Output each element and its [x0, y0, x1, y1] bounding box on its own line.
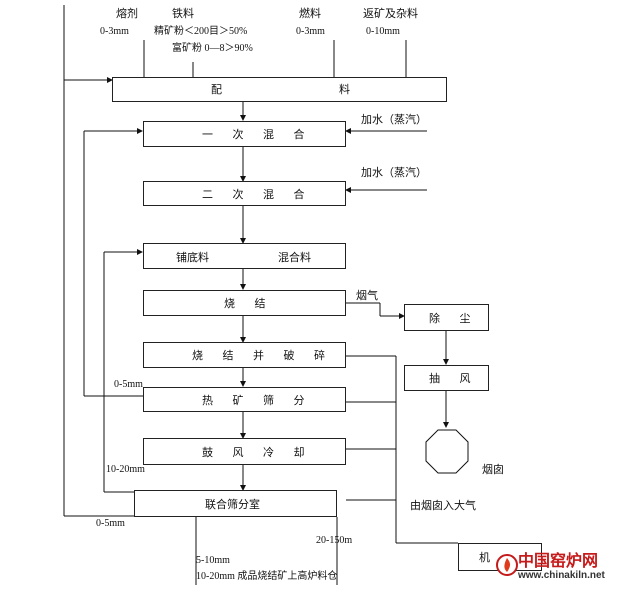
watermark-logo: 中国窑炉网 www.chinakiln.net: [492, 552, 626, 590]
bedding-label: 铺底料: [176, 251, 209, 264]
fuel-label: 燃料: [299, 7, 321, 20]
chimney-label: 烟囱: [482, 463, 504, 476]
fan-label: 抽 风: [429, 372, 479, 385]
mix2-box: 二 次 混 合: [143, 181, 346, 206]
cool-label: 鼓 风 冷 却: [202, 446, 313, 459]
return-1020-label: 10-20mm: [106, 464, 145, 475]
cool-box: 鼓 风 冷 却: [143, 438, 346, 465]
screen-label: 热 矿 筛 分: [202, 394, 313, 407]
iron-label: 铁料: [172, 7, 194, 20]
feed-box: 铺底料 混合料: [143, 243, 346, 269]
crush-label: 烧 结 并 破 碎: [192, 349, 333, 362]
dust-label: 除 尘: [429, 312, 479, 325]
fines-05-label: 0-5mm: [96, 518, 125, 529]
flame-logo-icon: [496, 554, 518, 576]
iron-rich: 富矿粉 0—8＞90%: [172, 43, 253, 54]
iron-fine: 精矿粉＜200目＞50%: [154, 26, 248, 37]
sinter-box: 烧 结: [143, 290, 346, 316]
proportioning-right: 料: [339, 83, 350, 96]
return-05-label: 0-5mm: [114, 379, 143, 390]
watermark-brand: 中国窑炉网: [518, 551, 599, 570]
blast-label: 机: [479, 551, 490, 564]
screen-box: 热 矿 筛 分: [143, 387, 346, 412]
product-label: 10-20mm 成品烧结矿上高炉料仓: [196, 571, 338, 582]
size-510-label: 5-10mm: [196, 555, 230, 566]
fuel-size: 0-3mm: [296, 26, 325, 37]
fan-box: 抽 风: [404, 365, 489, 391]
screenroom-label: 联合筛分室: [205, 498, 260, 511]
sinter-label: 烧 结: [224, 297, 274, 310]
dust-box: 除 尘: [404, 304, 489, 331]
screenroom-box: 联合筛分室: [134, 490, 337, 517]
crush-box: 烧 结 并 破 碎: [143, 342, 346, 368]
watermark-url: www.chinakiln.net: [518, 570, 605, 581]
proportioning-box: 配 料: [112, 77, 447, 102]
mix2-label: 二 次 混 合: [202, 188, 313, 201]
mix1-label: 一 次 混 合: [202, 128, 313, 141]
proportioning-left: 配: [211, 83, 222, 96]
return-label: 返矿及杂料: [363, 7, 418, 20]
flux-label: 熔剂: [116, 7, 138, 20]
atmosphere-label: 由烟囱入大气: [410, 499, 476, 512]
flux-size: 0-3mm: [100, 26, 129, 37]
water1-label: 加水（蒸汽）: [361, 113, 427, 126]
mix1-box: 一 次 混 合: [143, 121, 346, 147]
mixed-label: 混合料: [278, 251, 311, 264]
chimney-shape: [425, 429, 469, 474]
water2-label: 加水（蒸汽）: [361, 166, 427, 179]
size-20150-label: 20-150m: [316, 535, 353, 546]
return-size: 0-10mm: [366, 26, 400, 37]
fluegas-label: 烟气: [356, 289, 378, 302]
